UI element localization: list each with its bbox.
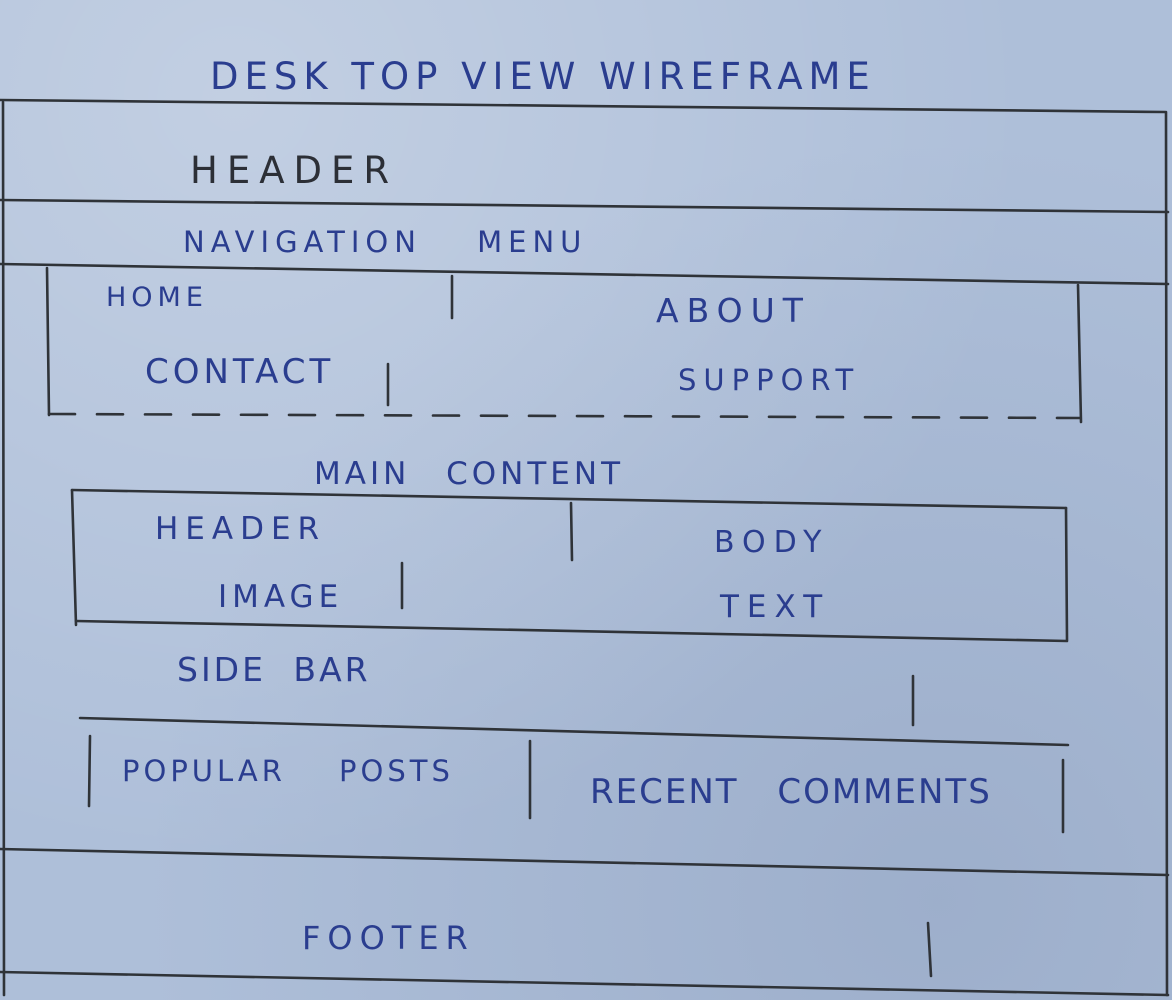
header-section-label: Header [190,149,399,192]
main-content-label: Main Content [314,456,625,492]
body-text-line1: Body [714,525,830,560]
header-top-line [0,98,1167,114]
sidebar-item-recent-comments[interactable]: Recent Comments [590,772,992,812]
footer-bottom-line [0,970,1170,997]
nav-item-support[interactable]: Support [678,363,861,397]
nav-box-right [1076,283,1083,424]
header-bottom-line [0,198,1170,214]
nav-box-bottom-dashed [47,412,1082,420]
footer-label: Footer [302,919,475,957]
main-box-left [70,488,78,627]
sidebar-left-tick [87,734,92,808]
nav-item-home[interactable]: Home [106,282,208,313]
wireframe-title: Desk Top View Wireframe [210,55,876,98]
header-image-line2: Image [218,579,344,615]
main-box-bottom [74,619,1069,643]
main-divider-top [569,501,574,562]
main-box-top [70,488,1068,510]
header-image-line1: Header [155,511,327,547]
page-left-edge [1,100,6,997]
sidebar-label: Side Bar [177,650,371,689]
navigation-bar-bottom-line [0,262,1170,286]
footer-marker [926,921,933,978]
sidebar-top-line [78,716,1070,747]
page-right-edge [1164,110,1169,997]
nav-box-left [45,266,51,417]
footer-top-line [0,847,1170,877]
nav-item-contact[interactable]: Contact [145,352,335,392]
nav-item-about[interactable]: About [656,291,811,330]
body-text-line2: Text [720,589,831,625]
navigation-menu-label: Navigation Menu [183,225,588,259]
sidebar-item-popular-posts[interactable]: Popular Posts [122,754,454,788]
main-box-right [1064,506,1069,642]
